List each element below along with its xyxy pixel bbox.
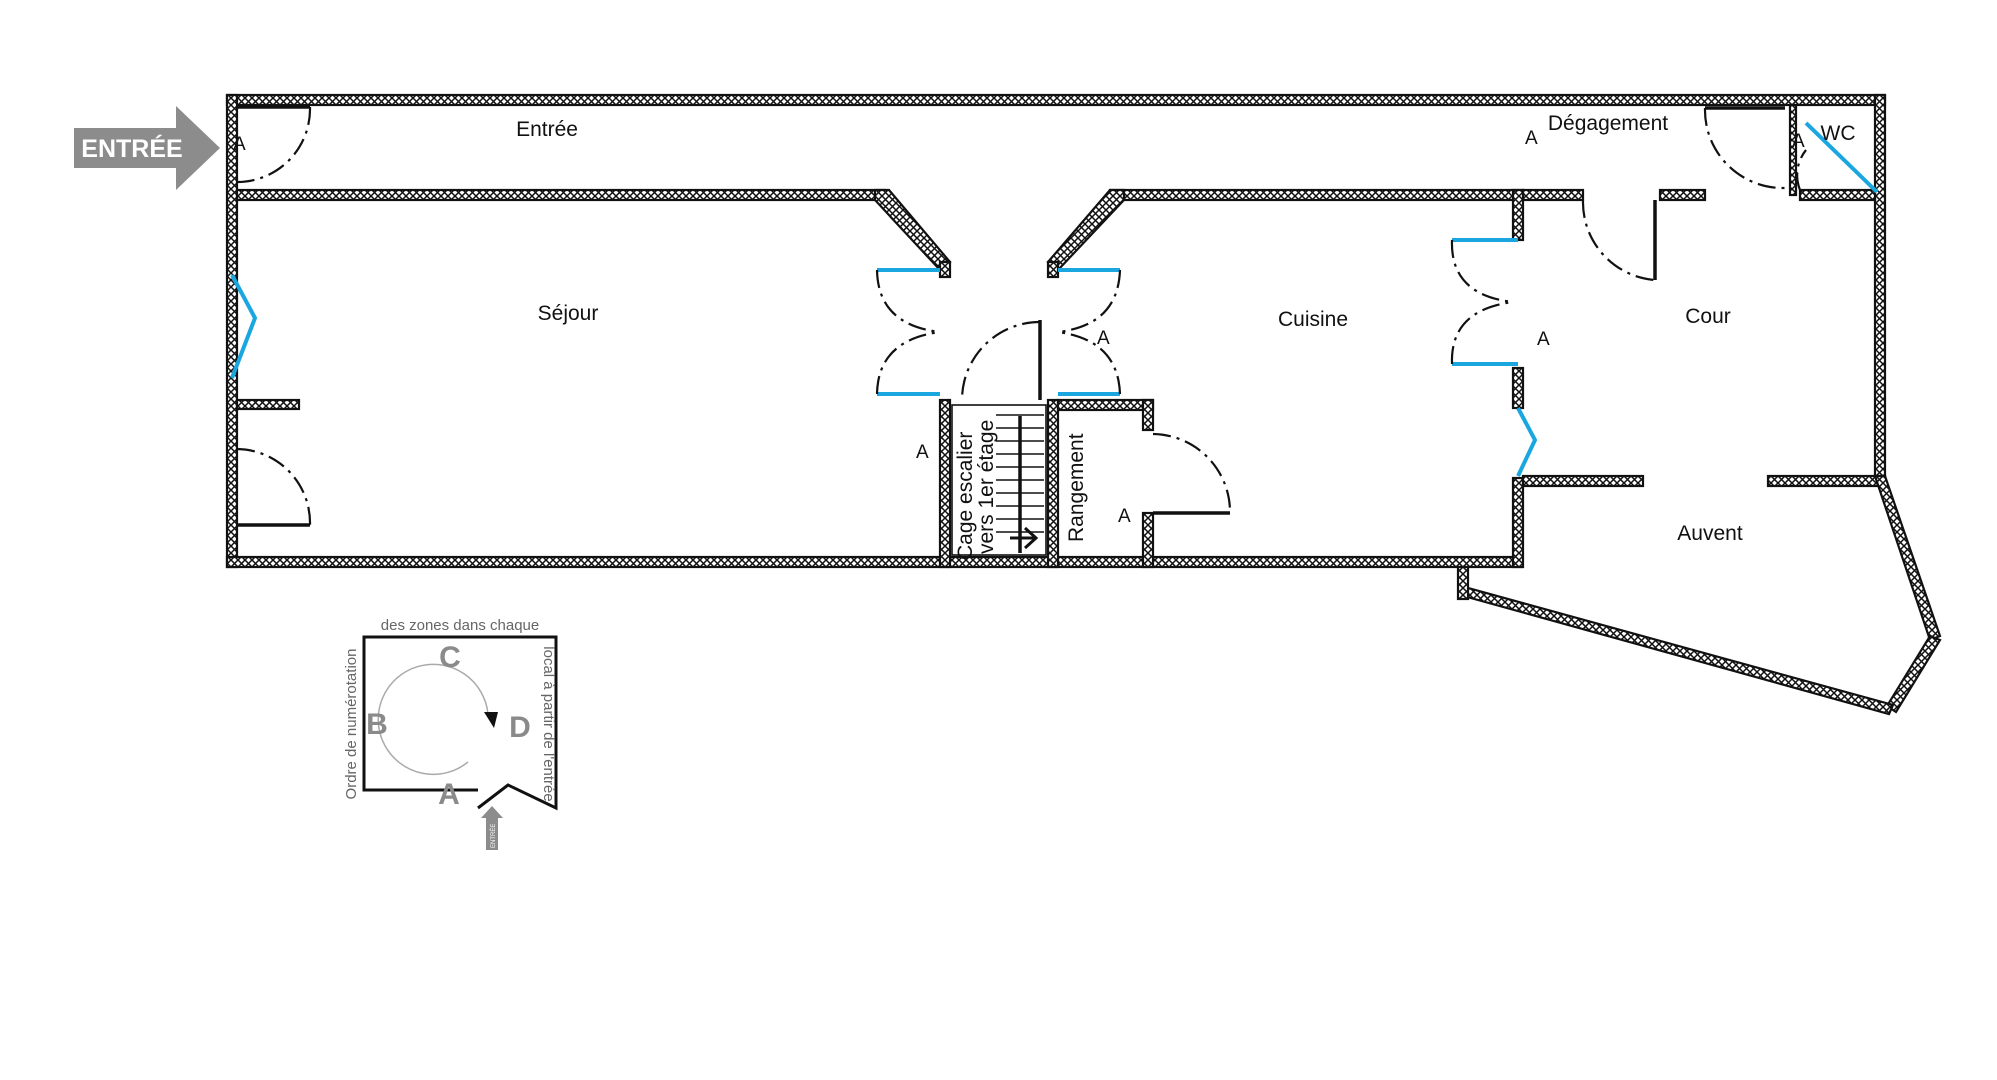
legend-rotation-arc <box>377 663 489 776</box>
wall-degagement-b <box>1658 188 1707 202</box>
wall-rangement-right-2 <box>1141 511 1155 569</box>
legend-entry-arrow-icon <box>481 806 503 850</box>
wall-corridor-diag-left <box>873 188 952 272</box>
zone-marks: A A A A A A A <box>233 128 1805 527</box>
wall-left <box>225 93 239 569</box>
wall-rangement-right-1 <box>1141 398 1155 432</box>
room-label-cage-line1: Cage escalier <box>954 432 977 560</box>
wall-auvent-bottom <box>1457 586 1895 716</box>
room-label-sejour: Séjour <box>538 302 599 325</box>
doors <box>236 105 1807 527</box>
zone-mark-cour: A <box>1537 329 1550 350</box>
window-wc <box>1804 121 1879 194</box>
walls <box>225 93 1942 716</box>
zone-mark-degagement: A <box>1525 128 1538 149</box>
wall-cuisine-cour-1 <box>1511 188 1525 242</box>
legend-text-right: local à partir de l'entrée <box>540 646 557 801</box>
legend-letter-c: C <box>439 641 461 674</box>
room-label-auvent: Auvent <box>1677 522 1743 545</box>
legend: A B C D des zones dans chaque Ordre de n… <box>343 617 558 850</box>
wall-sejour-stub <box>235 398 301 411</box>
staircase <box>951 404 1047 556</box>
legend-rotation-arrow-icon <box>484 712 498 728</box>
wall-auvent-left <box>1521 474 1645 488</box>
wall-auvent-right <box>1766 474 1887 488</box>
room-label-cuisine: Cuisine <box>1278 308 1348 331</box>
windows <box>230 121 1879 477</box>
wall-wc <box>1788 103 1798 197</box>
wall-degagement-a <box>1521 188 1585 202</box>
room-label-degagement: Dégagement <box>1548 112 1668 135</box>
room-label-cour: Cour <box>1685 305 1731 328</box>
legend-entry-label: ENTRÉE <box>490 824 497 848</box>
wall-stair-right <box>1046 398 1060 569</box>
legend-letter-d: D <box>509 711 531 744</box>
wall-auvent-right-diag <box>1873 474 1942 642</box>
room-label-rangement: Rangement <box>1065 433 1088 542</box>
zone-mark-entree: A <box>233 134 246 155</box>
entry-arrow: ENTRÉE <box>74 106 220 190</box>
zone-mark-wc: A <box>1792 131 1805 152</box>
room-label-entree: Entrée <box>516 118 578 141</box>
wall-degagement-c <box>1798 188 1877 202</box>
room-label-cage-line2: vers 1er étage <box>975 420 998 554</box>
window-cour-left <box>1516 407 1538 477</box>
window-sejour-left <box>230 274 258 379</box>
wall-top <box>225 93 1887 107</box>
room-label-wc: WC <box>1821 122 1856 145</box>
legend-text-top: des zones dans chaque <box>381 617 539 634</box>
wall-bottom <box>225 555 1524 569</box>
stair-arrow-icon <box>1010 526 1039 550</box>
wall-corridor-left <box>235 188 887 202</box>
entry-arrow-icon <box>74 106 220 190</box>
legend-room-outline <box>362 635 558 811</box>
wall-cuisine-cour-2 <box>1511 366 1525 410</box>
wall-corridor-diag-right <box>1046 188 1126 272</box>
wall-auvent-tip <box>1885 634 1942 714</box>
zone-mark-cuisine: A <box>1097 328 1110 349</box>
wall-auvent-left-stub <box>1456 565 1470 601</box>
wall-sejour-right-top <box>938 260 952 279</box>
legend-text-left: Ordre de numérotation <box>343 649 360 800</box>
wall-corridor-right <box>1108 188 1525 202</box>
wall-cuisine-cour-3 <box>1511 476 1525 569</box>
wall-sejour-right-bottom <box>938 398 952 569</box>
wall-cuisine-left-top <box>1046 260 1060 279</box>
wall-right <box>1873 93 1887 482</box>
zone-mark-sejour: A <box>916 442 929 463</box>
legend-letter-a: A <box>438 778 460 811</box>
zone-mark-rangement: A <box>1118 506 1131 527</box>
entry-arrow-label: ENTRÉE <box>81 134 182 163</box>
room-labels: Entrée Séjour Cuisine Dégagement WC Cour… <box>516 112 1855 560</box>
wall-rangement-top <box>1056 398 1155 412</box>
legend-letter-b: B <box>366 708 388 741</box>
